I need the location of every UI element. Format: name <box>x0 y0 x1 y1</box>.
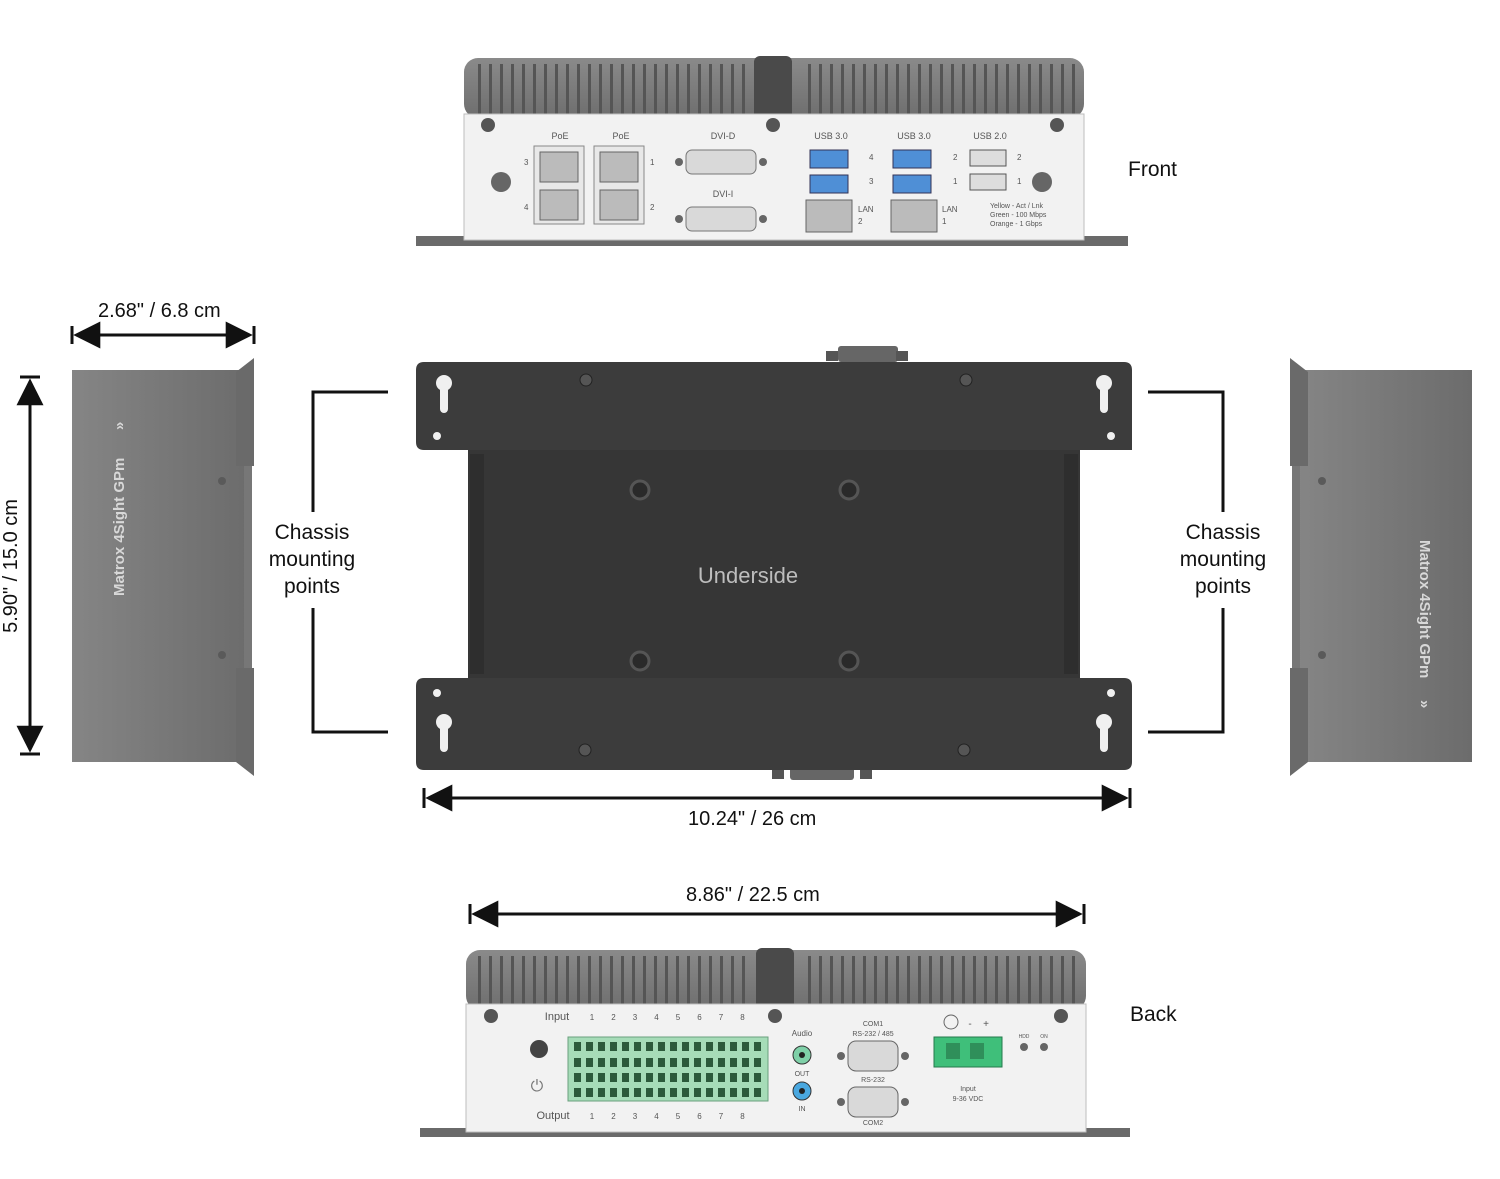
audio-label: Audio <box>792 1029 813 1038</box>
chassis-line-3: points <box>1194 575 1252 598</box>
usb2-number-1: 1 <box>1017 177 1022 186</box>
power-input-label: Input <box>960 1086 976 1093</box>
dimension-lines <box>16 321 1225 928</box>
io-number: 8 <box>740 1013 745 1022</box>
chevron-right: » <box>1416 700 1433 708</box>
chassis-line-1: Chassis <box>1185 521 1261 544</box>
audio-out-label: OUT <box>795 1071 811 1078</box>
poe-number-3: 3 <box>524 158 529 167</box>
polarity-minus: - <box>968 1019 971 1030</box>
poe-number-2: 2 <box>650 203 655 212</box>
io-number: 5 <box>676 1112 681 1121</box>
dvi-ports <box>675 149 767 232</box>
usb3-label-2: USB 3.0 <box>897 131 931 141</box>
poe-ports <box>533 145 645 225</box>
io-number: 5 <box>676 1013 681 1022</box>
height-dimension-label: 5.90" / 15.0 cm <box>0 499 22 633</box>
com2-label: COM2 <box>863 1120 883 1127</box>
front-view: PoE PoE DVI-D DVI-I USB 3.0 USB 3.0 USB … <box>416 56 1128 246</box>
input-numbers: 1 2 3 4 5 6 7 8 <box>590 1013 746 1022</box>
usb3-ports <box>809 149 932 194</box>
usb2-label: USB 2.0 <box>973 131 1007 141</box>
io-number: 2 <box>611 1112 616 1121</box>
power-icon: ⏻ <box>531 1078 544 1095</box>
poe-number-4: 4 <box>524 203 529 212</box>
led-legend-green: Green - 100 Mbps <box>990 212 1047 219</box>
chassis-line-2: mounting <box>268 548 356 571</box>
depth-dimension-label: 2.68" / 6.8 cm <box>98 300 221 322</box>
poe-number-1: 1 <box>650 158 655 167</box>
com1-label: COM1 <box>863 1021 883 1028</box>
full-width-dimension-label: 10.24" / 26 cm <box>688 808 817 830</box>
io-number: 8 <box>740 1112 745 1121</box>
polarity-plus: + <box>983 1019 989 1030</box>
terminal-pins <box>574 1042 761 1097</box>
io-number: 7 <box>719 1013 724 1022</box>
side-brand-right: Matrox 4Sight GPm <box>1416 540 1433 678</box>
led-legend-yellow: Yellow - Act / Lnk <box>990 203 1044 210</box>
rs232-label: RS-232 <box>861 1077 885 1084</box>
led-legend-orange: Orange - 1 Gbps <box>990 221 1043 228</box>
input-label: Input <box>545 1011 569 1023</box>
chassis-mounting-label-right: Chassis mounting points <box>1153 519 1293 600</box>
right-side-view: Matrox 4Sight GPm » <box>1290 358 1472 776</box>
io-number: 1 <box>590 1013 595 1022</box>
poe-label-1: PoE <box>551 131 568 141</box>
lan-number-1: 1 <box>942 217 947 226</box>
io-number: 2 <box>611 1013 616 1022</box>
chevron-left: » <box>111 422 128 430</box>
io-number: 1 <box>590 1112 595 1121</box>
output-numbers: 1 2 3 4 5 6 7 8 <box>590 1112 746 1121</box>
chassis-line-3: points <box>283 575 341 598</box>
chassis-line-1: Chassis <box>274 521 350 544</box>
underside-view: Underside <box>416 346 1132 780</box>
hdd-led-label: HDD <box>1019 1034 1030 1040</box>
usb3-number-2: 2 <box>953 153 958 162</box>
io-number: 4 <box>654 1013 659 1022</box>
dvi-i-label: DVI-I <box>713 189 734 199</box>
back-heatsink-fins <box>478 956 1075 1010</box>
poe-label-2: PoE <box>612 131 629 141</box>
dvi-d-label: DVI-D <box>711 131 736 141</box>
io-number: 7 <box>719 1112 724 1121</box>
back-view: ⏻ Input Output Audio OUT IN COM1 RS-232 … <box>420 948 1130 1137</box>
io-number: 6 <box>697 1013 702 1022</box>
chassis-mounting-label-left: Chassis mounting points <box>242 519 382 600</box>
on-led-label: ON <box>1040 1034 1048 1040</box>
output-label: Output <box>536 1110 569 1122</box>
front-heatsink-fins <box>478 64 1075 118</box>
usb3-number-3: 3 <box>869 177 874 186</box>
usb3-number-4: 4 <box>869 153 874 162</box>
underside-label: Underside <box>698 563 798 588</box>
lan-label-1: LAN <box>942 205 958 214</box>
left-side-view: Matrox 4Sight GPm » <box>72 358 254 776</box>
usb3-number-1: 1 <box>953 177 958 186</box>
io-number: 3 <box>633 1112 638 1121</box>
usb2-number-2: 2 <box>1017 153 1022 162</box>
usb3-label-1: USB 3.0 <box>814 131 848 141</box>
back-view-label: Back <box>1130 1003 1177 1026</box>
io-number: 3 <box>633 1013 638 1022</box>
chassis-line-2: mounting <box>1179 548 1267 571</box>
lan-number-2: 2 <box>858 217 863 226</box>
io-number: 4 <box>654 1112 659 1121</box>
front-view-label: Front <box>1128 158 1178 181</box>
lan-label-2: LAN <box>858 205 874 214</box>
body-width-dimension-label: 8.86" / 22.5 cm <box>686 884 820 906</box>
power-range-label: 9-36 VDC <box>953 1096 984 1103</box>
side-brand-left: Matrox 4Sight GPm <box>111 458 128 596</box>
io-number: 6 <box>697 1112 702 1121</box>
audio-in-label: IN <box>799 1106 806 1113</box>
com1-type-label: RS-232 / 485 <box>852 1031 893 1038</box>
